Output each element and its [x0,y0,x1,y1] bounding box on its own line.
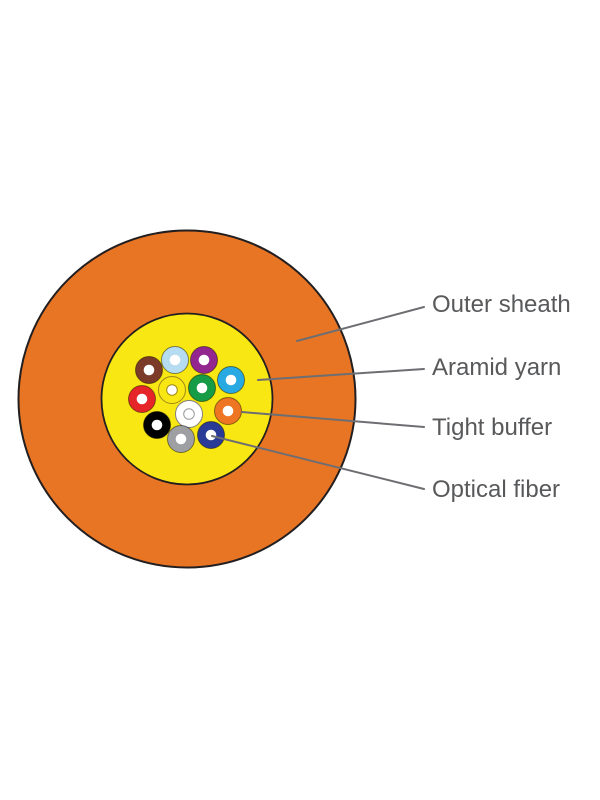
optical-fiber-core-blue [225,374,237,386]
optical-fiber-core-green [196,382,208,394]
leader-line-3 [211,435,425,490]
optical-fiber-core-aqua [169,354,181,366]
label-aramid-yarn: Aramid yarn [432,354,562,381]
optical-fiber-core-dark-blue [205,429,217,441]
optical-fiber-core-yellow [166,384,178,396]
label-optical-fiber: Optical fiber [432,476,561,503]
leader-line-2 [241,411,425,428]
label-tight-buffer: Tight buffer [432,414,553,441]
label-outer-sheath: Outer sheath [432,291,571,318]
leader-line-1 [257,368,425,381]
optical-fiber-core-violet [198,354,210,366]
optical-fiber-core-red [136,393,148,405]
aramid-yarn-circle [100,312,274,486]
leader-line-0 [296,306,425,342]
optical-fiber-core-white [183,408,195,420]
optical-fiber-core-brown [143,364,155,376]
optical-fiber-core-black [151,419,163,431]
optical-fiber-core-orange [222,405,234,417]
optical-fiber-core-slate [175,433,187,445]
